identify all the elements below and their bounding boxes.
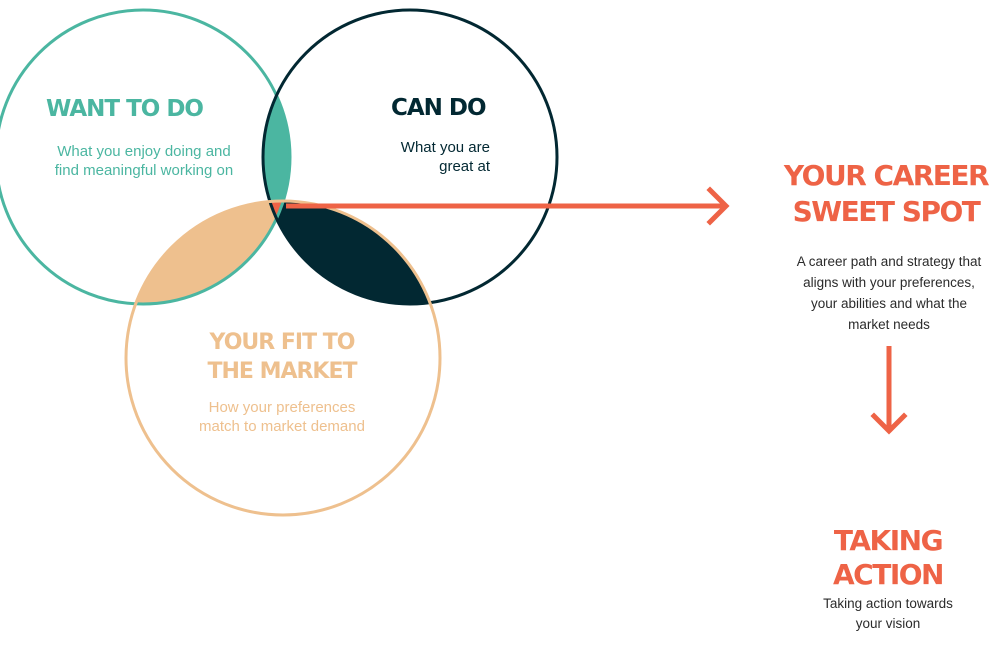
want-to-do-title: WANT TO DO bbox=[46, 96, 204, 122]
want-to-do-desc-line: What you enjoy doing and bbox=[57, 143, 231, 160]
arrow-right-icon bbox=[286, 186, 730, 226]
sweet-spot-desc-line: market needs bbox=[848, 317, 930, 332]
market-fit-title-line: THE MARKET bbox=[207, 359, 357, 384]
sweet-spot-desc-line: A career path and strategy that bbox=[796, 254, 982, 269]
sweet-spot-desc-line: your abilities and what the bbox=[810, 296, 968, 311]
want-to-do-circle bbox=[0, 8, 292, 306]
market-fit-title-line: YOUR FIT TO bbox=[209, 330, 356, 355]
taking-action-desc-line: Taking action towards bbox=[823, 596, 953, 611]
sweet-spot-desc-line: aligns with your preferences, bbox=[803, 275, 975, 290]
taking-action-title-line: ACTION bbox=[833, 558, 944, 591]
sweet-spot-title-line: SWEET SPOT bbox=[792, 195, 981, 228]
overlap-want-market bbox=[126, 201, 290, 304]
want-to-do-desc-line: find meaningful working on bbox=[54, 162, 234, 179]
can-do-circle bbox=[261, 8, 559, 306]
taking-action-title-line: TAKING bbox=[833, 524, 944, 557]
market-fit-circle bbox=[124, 199, 442, 517]
want-to-do-description: What you enjoy doing and find meaningful… bbox=[38, 142, 250, 180]
sweet-spot-title: YOUR CAREER SWEET SPOT bbox=[772, 158, 1000, 230]
sweet-spot-description: A career path and strategy that aligns w… bbox=[778, 251, 1000, 335]
can-do-description: What you are great at bbox=[370, 138, 490, 176]
taking-action-title: TAKING ACTION bbox=[788, 524, 988, 592]
overlap-can-market bbox=[263, 201, 440, 304]
market-fit-desc-line: How your preferences bbox=[208, 399, 356, 416]
sweet-spot-title-line: YOUR CAREER bbox=[783, 159, 990, 192]
market-fit-desc-line: match to market demand bbox=[199, 418, 365, 435]
can-do-desc-line: What you are bbox=[400, 139, 490, 156]
can-do-title: CAN DO bbox=[391, 95, 487, 121]
taking-action-description: Taking action towards your vision bbox=[788, 594, 988, 634]
arrow-down-icon bbox=[870, 346, 908, 435]
taking-action-desc-line: your vision bbox=[855, 616, 921, 631]
can-do-desc-line: great at bbox=[439, 158, 490, 175]
market-fit-description: How your preferences match to market dem… bbox=[180, 398, 384, 436]
market-fit-title: YOUR FIT TO THE MARKET bbox=[180, 328, 384, 386]
